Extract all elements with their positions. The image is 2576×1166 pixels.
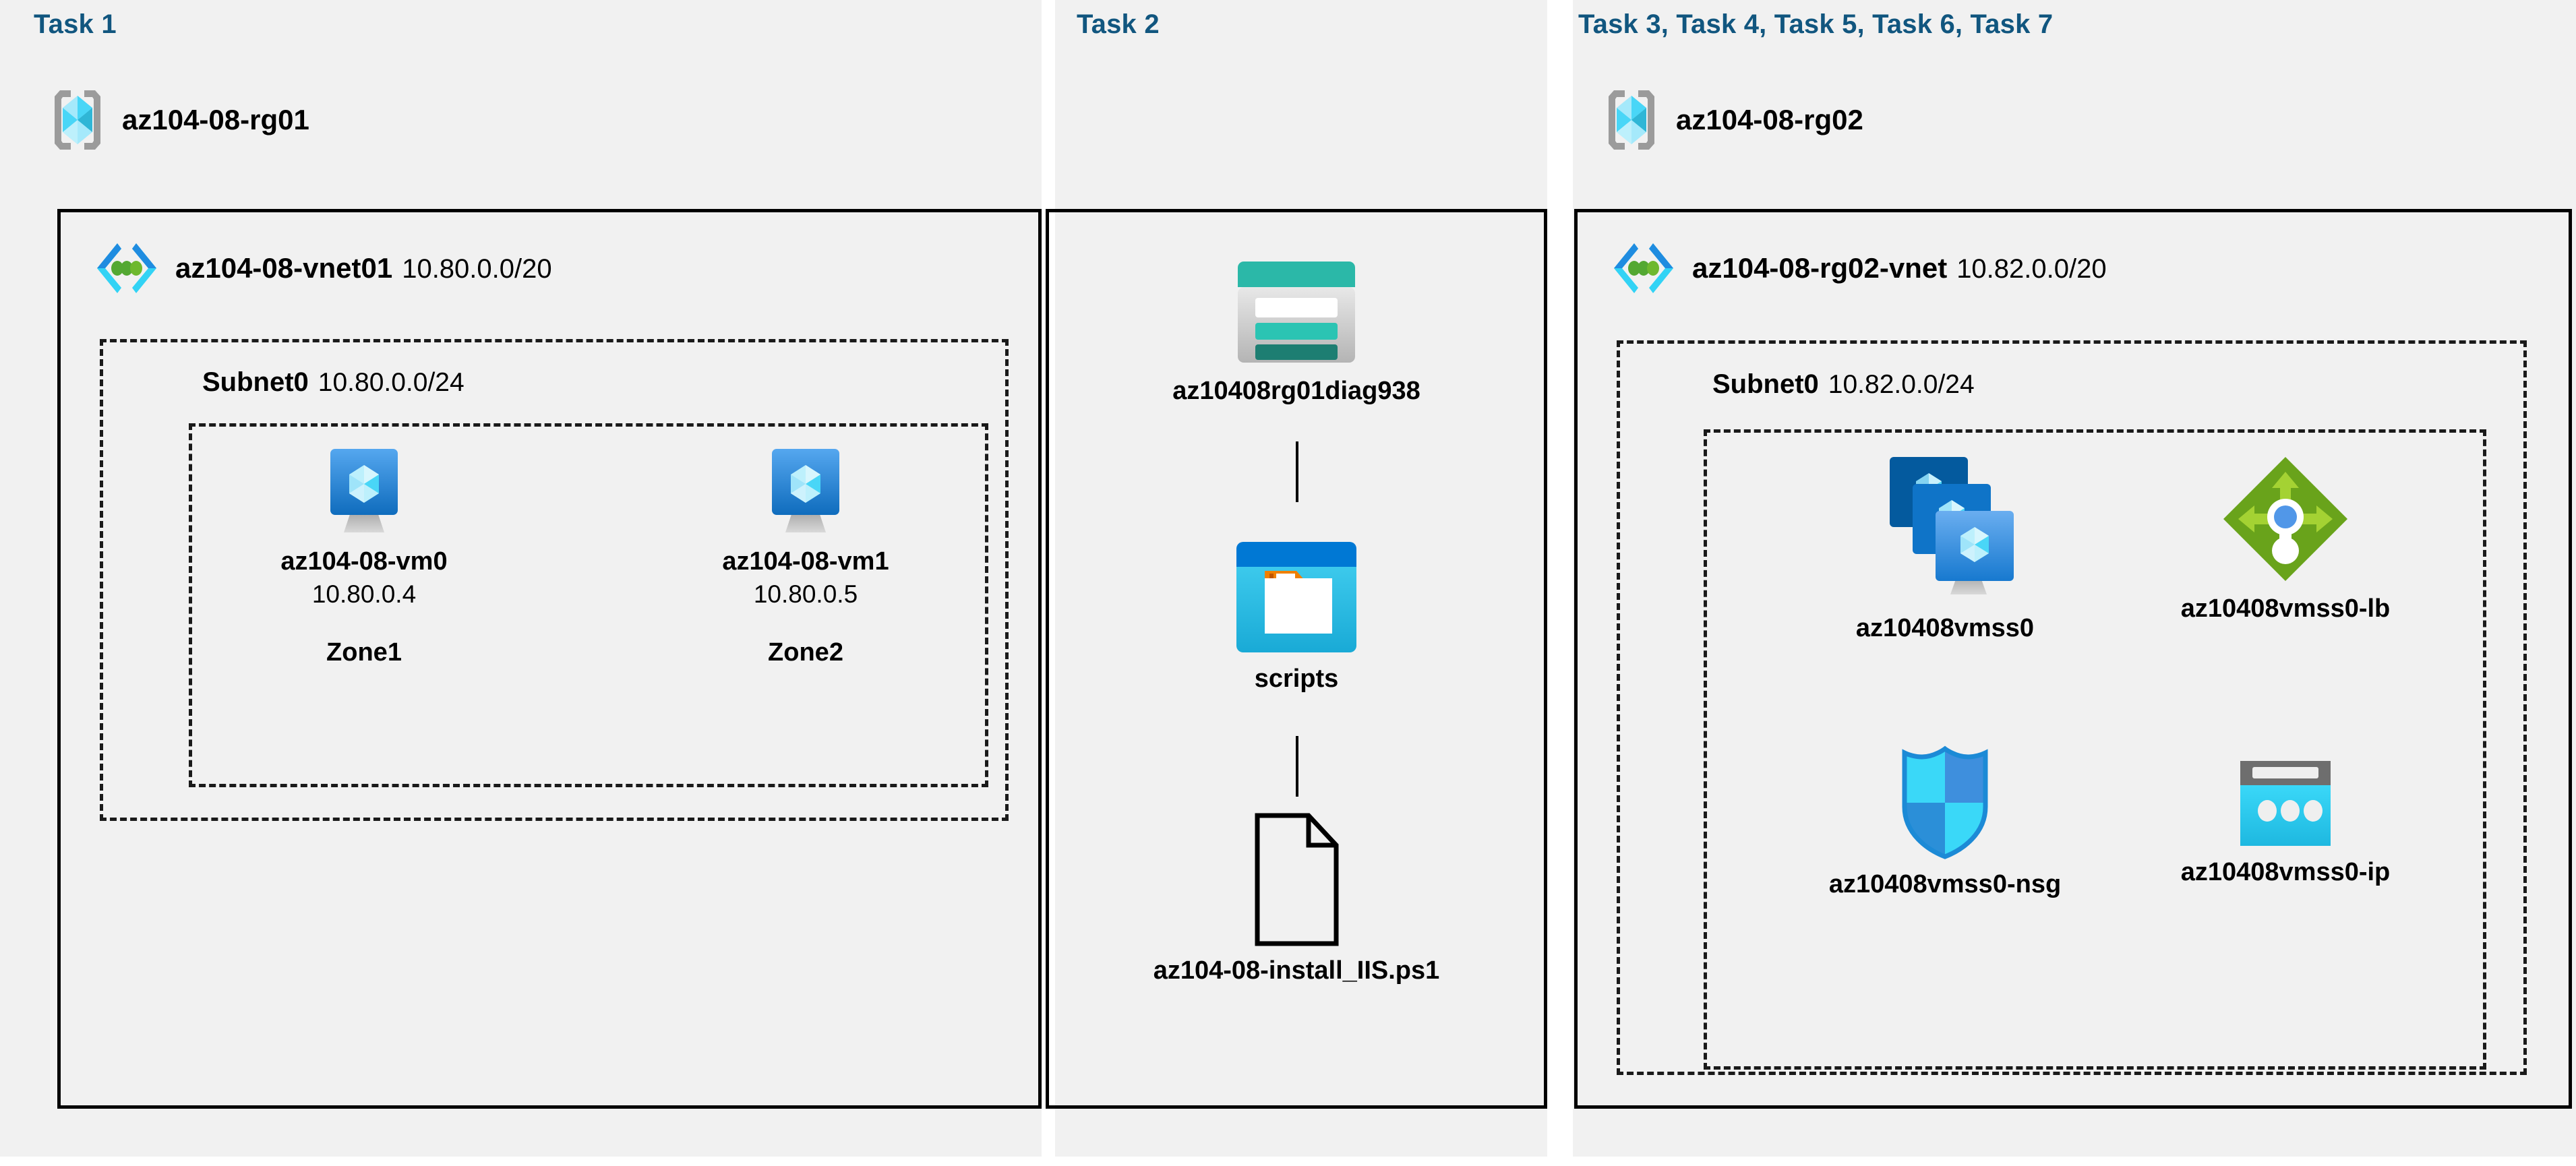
- network-security-group-name: az10408vmss0-nsg: [1828, 870, 2062, 898]
- subnet0-rg01-name: Subnet0: [202, 367, 309, 397]
- load-balancer-name: az10408vmss0-lb: [2180, 594, 2391, 623]
- resource-group-rg01[interactable]: az104-08-rg01: [51, 88, 309, 152]
- task2-label: Task 2: [1077, 9, 1160, 39]
- script-file-icon: [1253, 812, 1340, 947]
- vm-node-az104-08-vm1[interactable]: az104-08-vm1 10.80.0.5 Zone2: [705, 445, 907, 667]
- task2-boundary: [1046, 209, 1547, 1109]
- vmss-name: az10408vmss0: [1855, 614, 2035, 642]
- vnet02-header[interactable]: az104-08-rg02-vnet 10.82.0.0/20: [1611, 239, 2107, 297]
- subnet0-rg01-header: Subnet0 10.80.0.0/24: [202, 367, 465, 398]
- blob-container-node[interactable]: scripts: [1209, 539, 1384, 694]
- vm0-zone: Zone1: [326, 638, 402, 667]
- blob-container-name: scripts: [1254, 665, 1339, 693]
- vmss-node[interactable]: az10408vmss0: [1793, 453, 2097, 643]
- virtual-machine-icon: [322, 445, 406, 538]
- vnet02-cidr: 10.82.0.0/20: [1956, 254, 2107, 284]
- vnet01-header[interactable]: az104-08-vnet01 10.80.0.0/20: [94, 239, 552, 297]
- resource-group-rg02[interactable]: az104-08-rg02: [1605, 88, 1863, 152]
- subnet0-rg02-boundary: [1617, 340, 2527, 1075]
- vm0-ip: 10.80.0.4: [311, 580, 417, 608]
- virtual-machine-icon: [764, 445, 847, 538]
- storage-account-node[interactable]: az10408rg01diag938: [1141, 256, 1451, 406]
- subnet0-rg01-cidr: 10.80.0.0/24: [318, 368, 465, 397]
- subnet0-rg02-cidr: 10.82.0.0/24: [1828, 370, 1975, 399]
- network-security-group-icon: [1898, 745, 1992, 861]
- task1-label: Task 1: [34, 9, 117, 39]
- resource-group-rg02-name: az104-08-rg02: [1676, 104, 1863, 135]
- storage-to-container-connector: [1296, 441, 1298, 502]
- load-balancer-node[interactable]: az10408vmss0-lb: [2137, 453, 2434, 623]
- vm-node-az104-08-vm0[interactable]: az104-08-vm0 10.80.0.4 Zone1: [263, 445, 465, 667]
- subnet0-rg02-header: Subnet0 10.82.0.0/24: [1712, 369, 1975, 400]
- task3to7-label: Task 3, Task 4, Task 5, Task 6, Task 7: [1578, 9, 2054, 39]
- blob-container-icon: [1236, 539, 1357, 655]
- vm-scale-set-icon: [1878, 453, 2014, 605]
- vm1-zone: Zone2: [768, 638, 843, 667]
- vm1-name: az104-08-vm1: [722, 547, 889, 576]
- vnet01-boundary: [57, 209, 1042, 1109]
- script-file-name: az104-08-install_IIS.ps1: [1153, 956, 1440, 985]
- virtual-network-icon: [1611, 239, 1676, 297]
- task1-panel: [0, 0, 1042, 1157]
- public-ip-address-name: az10408vmss0-ip: [2180, 858, 2391, 886]
- storage-account-icon: [1232, 256, 1360, 367]
- public-ip-address-icon: [2236, 758, 2335, 849]
- script-file-node[interactable]: az104-08-install_IIS.ps1: [1121, 812, 1472, 985]
- task3to7-panel: [1573, 0, 2576, 1157]
- vnet02-boundary: [1574, 209, 2572, 1109]
- storage-account-name: az10408rg01diag938: [1172, 377, 1420, 405]
- vm0-name: az104-08-vm0: [280, 547, 448, 576]
- load-balancer-icon: [2219, 453, 2352, 585]
- subnet0-rg02-name: Subnet0: [1712, 369, 1819, 399]
- container-to-script-connector: [1296, 736, 1298, 797]
- vm1-ip: 10.80.0.5: [753, 580, 858, 608]
- vnet01-cidr: 10.80.0.0/20: [402, 254, 552, 284]
- vnet01-name: az104-08-vnet01: [175, 252, 393, 284]
- resource-group-icon: [1605, 88, 1658, 152]
- vmss-resource-group-boundary: [1704, 429, 2486, 1070]
- vm-zone-group-boundary: [189, 423, 988, 787]
- network-security-group-node[interactable]: az10408vmss0-nsg: [1797, 745, 2093, 899]
- resource-group-icon: [51, 88, 104, 152]
- resource-group-rg01-name: az104-08-rg01: [122, 104, 309, 135]
- virtual-network-icon: [94, 239, 159, 297]
- subnet0-rg01-boundary: [100, 339, 1009, 821]
- public-ip-address-node[interactable]: az10408vmss0-ip: [2144, 758, 2427, 887]
- vnet02-name: az104-08-rg02-vnet: [1692, 252, 1948, 284]
